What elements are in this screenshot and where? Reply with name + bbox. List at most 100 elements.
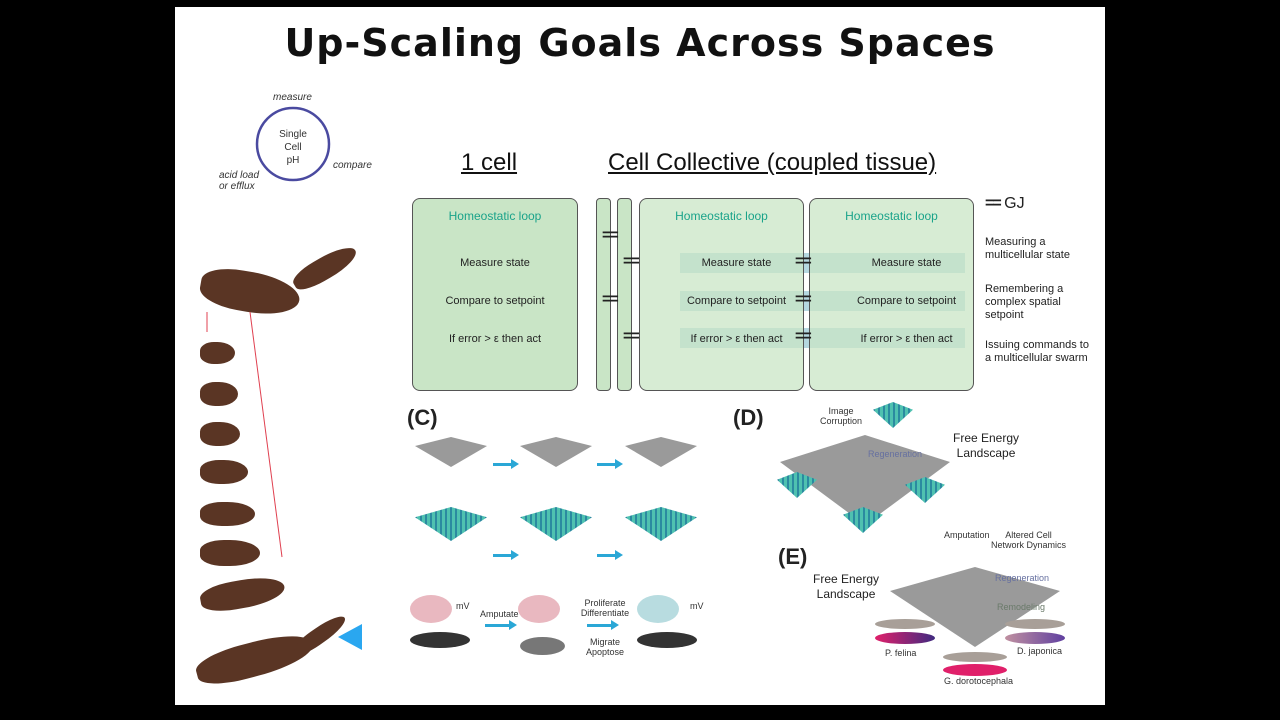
note-measuring: Measuring a multicellular state (985, 236, 1070, 261)
cell-grid (415, 507, 487, 541)
planarian (1005, 619, 1065, 629)
fe-label-2: Landscape (956, 446, 1016, 460)
arrow-right-icon (597, 459, 623, 469)
cycle-measure: measure (273, 92, 312, 103)
altered-label-1: Altered Cell (1005, 530, 1052, 540)
gap-junction-icon: == (795, 291, 812, 308)
arrow-right-icon (597, 550, 623, 560)
loop-title: Homeostatic loop (448, 209, 542, 223)
gap-junction-icon: == (602, 291, 619, 308)
tissue-cell-loop-box-1: Homeostatic loop Measure state Compare t… (639, 198, 804, 391)
corruption-label: Corruption (820, 416, 863, 426)
fe-label: Free Energy Landscape (813, 572, 879, 602)
panel-c-label: (C) (407, 405, 438, 430)
image-label: Image (828, 406, 854, 416)
cycle-center-3: pH (286, 155, 300, 166)
migrate-label: Migrate (589, 637, 620, 647)
proliferate-label: Proliferate (584, 598, 626, 608)
panel-e-label: (E) (778, 544, 808, 569)
cell-grid (520, 507, 592, 541)
mv-label: mV (456, 601, 470, 611)
gap-junction-icon: == (795, 253, 812, 270)
cycle-center: Single Cell pH (273, 128, 313, 167)
limb-segment (200, 502, 255, 526)
energy-landscape (625, 437, 697, 467)
planarian (1005, 632, 1065, 644)
planarian (637, 632, 697, 648)
differentiate-label: Differentiate (580, 608, 630, 618)
limb-regeneration-illustration (190, 240, 365, 692)
cycle-act: acid load or efflux (219, 170, 259, 192)
limb-segment (200, 382, 238, 406)
gap-junction-icon: == (795, 328, 812, 345)
limb-segment (289, 240, 361, 296)
proc1-labels: Proliferate Differentiate (580, 598, 630, 618)
fe-label: Free Energy Landscape (953, 431, 1019, 461)
header-one-cell: 1 cell (461, 149, 518, 176)
step-compare: Compare to setpoint (445, 295, 545, 307)
planarian (875, 619, 935, 629)
cell-cluster (637, 595, 679, 623)
step-act: If error > ε then act (690, 333, 783, 345)
cycle-act-2: or efflux (219, 181, 255, 192)
altered-label-2: Network Dynamics (991, 540, 1067, 550)
gap-junction-icon: == (623, 328, 640, 345)
limb-segment (198, 572, 287, 616)
arrow-left-icon (338, 624, 362, 650)
fe-label-1: Free Energy (813, 572, 880, 586)
tissue-cell-loop-box-2: Homeostatic loop Measure state Compare t… (809, 198, 974, 391)
limb-segment (200, 460, 248, 484)
step-act: If error > ε then act (448, 333, 542, 345)
cell-grid (625, 507, 697, 541)
gj-legend-symbol: == (985, 195, 1002, 212)
limb-segment (200, 342, 235, 364)
cell-sliver-2 (617, 198, 632, 391)
apoptose-label: Apoptose (585, 647, 625, 657)
cycle-center-2: Cell (284, 142, 302, 153)
gj-legend-label: GJ (1004, 195, 1025, 212)
mv-label: mV (690, 601, 704, 611)
planarian (943, 664, 1007, 676)
arrow-right-icon (493, 459, 519, 469)
amputate-label: Amputate (480, 609, 519, 619)
slide-title: Up-Scaling Goals Across Spaces (284, 21, 996, 65)
limb-segment (200, 540, 260, 566)
fe-label-1: Free Energy (953, 431, 1020, 445)
loop-title: Homeostatic loop (675, 209, 768, 223)
cell-cluster (410, 595, 452, 623)
loop-title: Homeostatic loop (845, 209, 938, 223)
gap-junction-icon: == (623, 253, 640, 270)
arrow-right-icon (587, 620, 619, 630)
step-measure: Measure state (701, 257, 772, 269)
regeneration-label: Regeneration (868, 449, 923, 459)
regeneration-label: Regeneration (995, 573, 1050, 583)
step-compare: Compare to setpoint (686, 295, 787, 307)
slide: Up-Scaling Goals Across Spaces Single Ce… (175, 7, 1105, 705)
image-corruption-label: Image Corruption (820, 406, 862, 426)
species-p-felina: P. felina (885, 648, 917, 658)
cycle-compare: compare (333, 160, 372, 171)
cell-sliver-1 (596, 198, 611, 391)
energy-landscape (520, 437, 592, 467)
cell-cluster (518, 595, 560, 623)
note-issuing: Issuing commands to a multicellular swar… (985, 339, 1089, 364)
planarian (875, 632, 935, 644)
cell-grid (873, 402, 913, 428)
limb-segment (192, 627, 318, 691)
planarian (943, 652, 1007, 662)
cycle-act-1: acid load (219, 170, 260, 181)
species-d-japonica: D. japonica (1017, 646, 1063, 656)
fe-label-2: Landscape (816, 587, 876, 601)
altered-label: Altered Cell Network Dynamics (991, 530, 1066, 550)
limb-segment (200, 422, 240, 446)
amputation-label: Amputation (944, 530, 990, 540)
arrow-right-icon (493, 550, 519, 560)
remodeling-label: Remodeling (997, 602, 1046, 612)
header-cell-collective: Cell Collective (coupled tissue) (608, 149, 937, 176)
cycle-circle-icon (255, 106, 331, 182)
gap-junction-icon: == (602, 227, 619, 244)
single-cell-loop-box: Homeostatic loop Measure state Compare t… (412, 198, 578, 391)
note-remembering: Remembering a complex spatial setpoint (985, 283, 1064, 321)
step-measure: Measure state (871, 257, 942, 269)
step-measure: Measure state (460, 257, 530, 269)
